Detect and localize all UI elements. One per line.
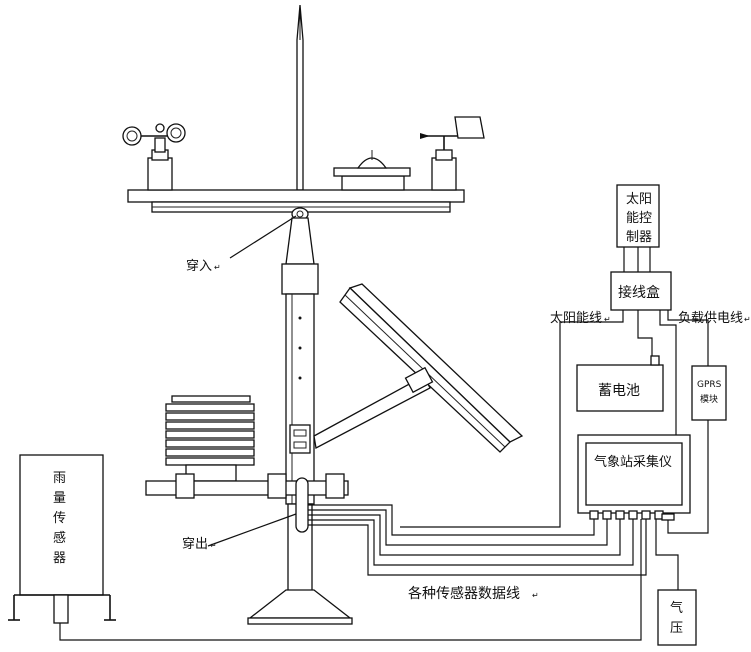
svg-text:↵: ↵ <box>210 541 217 550</box>
label-solar-line: 太阳能线 ↵ <box>550 311 611 326</box>
svg-text:能控: 能控 <box>626 211 652 226</box>
anemometer <box>122 123 186 191</box>
rain-gauge-sensor <box>8 454 116 624</box>
label-sensor-data-lines: 各种传感器数据线 ↵ <box>408 585 539 602</box>
svg-text:↵: ↵ <box>532 591 539 600</box>
junction-box <box>610 271 672 311</box>
data-logger-box <box>577 434 691 521</box>
svg-text:模块: 模块 <box>700 393 718 405</box>
svg-text:↵: ↵ <box>214 263 221 272</box>
radiation-sensor <box>333 150 411 191</box>
svg-text:↵: ↵ <box>604 315 611 324</box>
label-load-supply: 负载供电线 ↵ <box>678 311 751 326</box>
pressure-sensor-box <box>657 589 697 646</box>
svg-text:GPRS: GPRS <box>697 380 722 390</box>
cable-exit-slot <box>295 477 309 533</box>
svg-text:制器: 制器 <box>626 230 652 245</box>
svg-text:↵: ↵ <box>744 315 751 324</box>
wind-vane <box>420 116 485 191</box>
svg-text:气: 气 <box>670 600 683 616</box>
label-logger: 气象站采集仪 <box>594 454 672 470</box>
svg-text:量: 量 <box>53 491 66 506</box>
label-gprs: GPRS 模块 <box>697 380 722 405</box>
svg-text:穿出: 穿出 <box>182 536 208 552</box>
svg-text:负载供电线: 负载供电线 <box>678 311 743 326</box>
svg-text:穿入: 穿入 <box>186 258 212 274</box>
svg-text:传: 传 <box>53 511 66 526</box>
label-rain-gauge: 雨 量 传 感 器 <box>53 471 66 566</box>
label-battery: 蓄电池 <box>598 383 640 399</box>
top-crossarm <box>127 189 465 221</box>
svg-text:器: 器 <box>53 551 66 566</box>
lightning-rod <box>296 4 304 191</box>
svg-text:太阳能线: 太阳能线 <box>550 311 602 326</box>
label-junction-box: 接线盒 <box>618 284 660 301</box>
svg-text:雨: 雨 <box>53 471 66 486</box>
main-mast <box>281 217 319 595</box>
svg-text:各种传感器数据线: 各种传感器数据线 <box>408 585 520 602</box>
label-controller: 太阳 能控 制器 <box>626 192 652 245</box>
gprs-module-box <box>691 365 727 421</box>
wiring <box>59 215 709 641</box>
solar-panel <box>313 283 524 453</box>
battery-box <box>576 355 664 412</box>
label-exit: 穿出 ↵ <box>182 536 217 552</box>
svg-text:感: 感 <box>53 530 66 546</box>
solar-controller-box <box>616 184 660 248</box>
label-pressure: 气 压 <box>670 600 683 636</box>
svg-text:太阳: 太阳 <box>626 192 652 207</box>
label-enter: 穿入 ↵ <box>186 258 221 274</box>
louvered-shield <box>165 395 255 482</box>
svg-text:压: 压 <box>670 621 683 636</box>
lower-crossbar <box>145 473 349 499</box>
mast-base <box>247 589 353 625</box>
